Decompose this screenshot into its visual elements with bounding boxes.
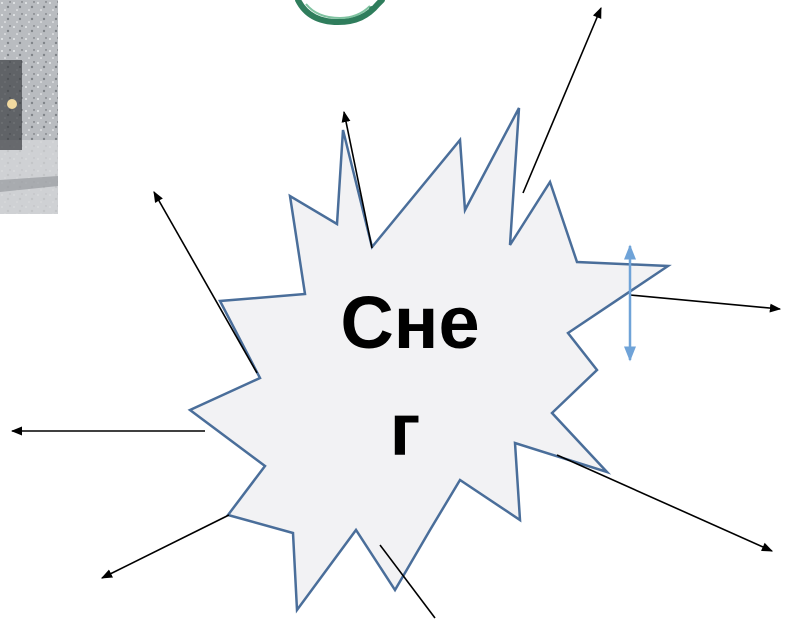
arrow-top-right (522, 6, 602, 194)
center-word-line-1: Сне (340, 281, 479, 364)
arrow-right (629, 294, 782, 313)
arrow-upper-left (153, 191, 258, 374)
arrow-top (341, 110, 373, 249)
arrow-lower-right (556, 454, 774, 552)
snow-road-photo (0, 0, 58, 214)
center-word-line-2: г (390, 388, 421, 471)
arrows (10, 6, 782, 619)
arrow-bottom (379, 544, 436, 619)
green-ornament-image (295, 0, 385, 26)
explosion-star-shape (187, 107, 672, 614)
arrow-lower-left (100, 514, 230, 579)
center-word: Сне г (340, 281, 479, 471)
